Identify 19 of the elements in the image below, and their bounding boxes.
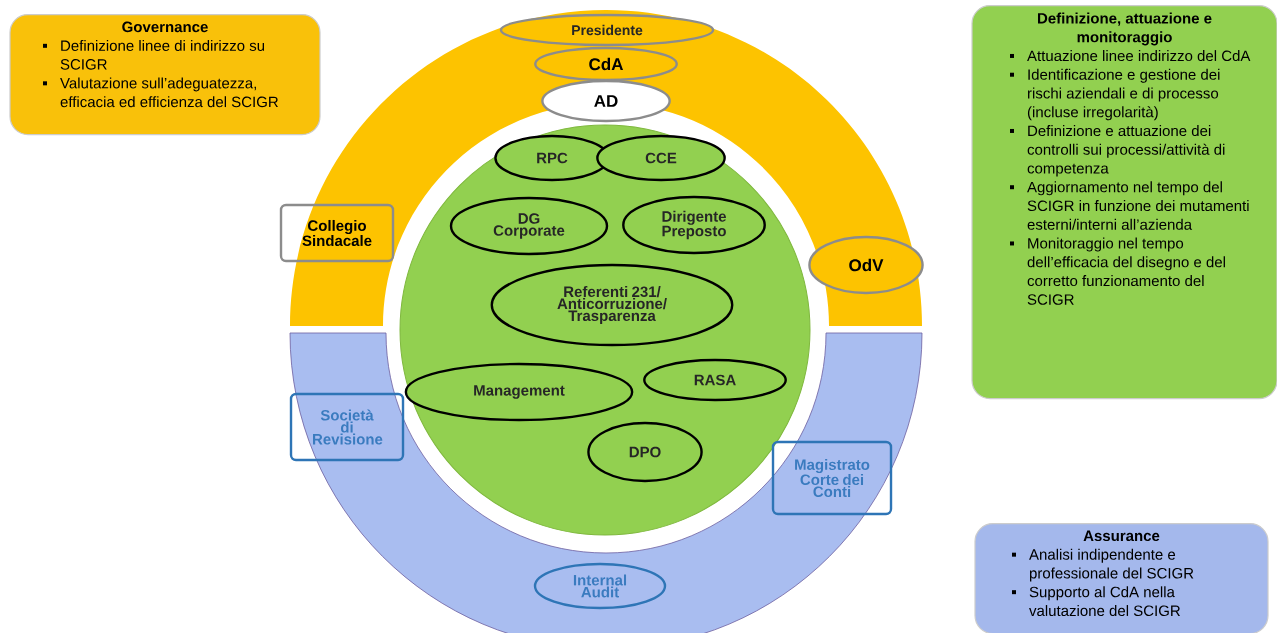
role-oval: AD (541, 79, 671, 123)
role-oval: Dirigente Preposto (622, 195, 766, 255)
role-box: Collegio Sindacale (279, 203, 395, 263)
role-oval: Management (404, 362, 634, 422)
role-oval: Referenti 231/ Anticorruzione/ Trasparenza (490, 263, 734, 347)
role-oval: DG Corporate (449, 196, 609, 256)
role-oval: Internal Audit (533, 562, 667, 610)
info-card: Definizione, attuazione e monitoraggio Attuazione linee indirizzo del CdA Identificazione e gestione dei rischi aziendali e di processo (incluse irregolarità) Definizione e attuazione dei controlli sui processi/attività di competenza Aggiornamento nel tempo del SCIGR in funzione dei mutamenti esterni/interni all’azienda Monitoraggio nel tempo dell’efficacia del disegno e del corretto funzionamento del SCIGR (971, 5, 1277, 400)
info-card: Governance Definizione linee di indirizzo su SCIGR Valutazione sull’adeguatezza, efficacia ed efficienza del SCIGR (9, 14, 321, 136)
info-card: Assurance Analisi indipendente e professionale del SCIGR Supporto al CdA nella valutazione del SCIGR (974, 523, 1269, 633)
role-oval: Presidente (499, 13, 715, 47)
role-oval: CdA (534, 46, 678, 82)
role-box: Società di Revisione (289, 392, 405, 462)
role-oval: DPO (587, 421, 703, 483)
role-oval: RPC (494, 134, 610, 182)
role-oval: OdV (808, 235, 924, 295)
role-oval: CCE (596, 134, 726, 182)
role-box: Magistrato Corte dei Conti (771, 440, 893, 516)
role-oval: RASA (643, 358, 787, 402)
